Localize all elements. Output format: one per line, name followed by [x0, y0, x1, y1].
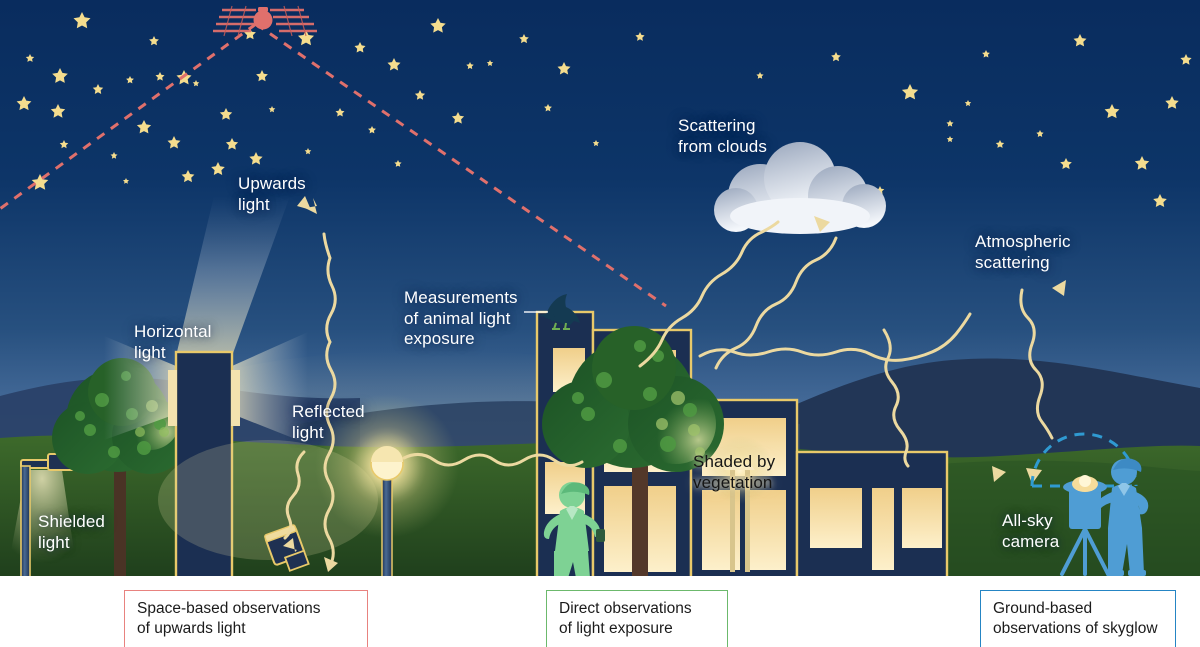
ground-light-sensor [264, 524, 310, 572]
horizontal-beam-left [104, 336, 176, 440]
star-field [16, 12, 1192, 207]
ray-lamp-to-city [402, 453, 584, 467]
ray-reflected [283, 450, 306, 540]
legend-item-space-based: Space-based observations of upwards ligh… [124, 590, 368, 647]
person-at-camera [1092, 458, 1149, 576]
ray-to-camera-1 [1019, 288, 1054, 440]
ray-to-camera-2 [882, 328, 910, 468]
ray-upwards [322, 232, 337, 568]
horizontal-beam-right [232, 332, 308, 444]
satellite-icon [213, 5, 317, 37]
city-street-lamps [706, 436, 774, 572]
building-left-tower [168, 350, 240, 578]
distant-hills-right [760, 358, 1200, 470]
cloud-icon [714, 142, 886, 234]
legend: Space-based observations of upwards ligh… [0, 578, 1200, 647]
person-with-light-logger [543, 482, 605, 578]
ray-atmospheric-1 [698, 312, 972, 362]
ray-city-to-cloud [638, 220, 780, 368]
all-sky-dome-dashed [1030, 432, 1138, 487]
ray-arrowheads [283, 196, 1066, 572]
tree-center [542, 326, 724, 578]
satellite-sightlines [0, 22, 667, 308]
unshielded-globe-lamp [315, 394, 459, 578]
upwards-light-beam [176, 196, 290, 356]
legend-item-direct: Direct observations of light exposure [546, 590, 728, 647]
illustration-scene: Upwards light Horizontal light Shielded … [0, 0, 1200, 578]
ray-cloud-scatter-down [714, 236, 838, 370]
bird-icon [539, 294, 580, 330]
legend-item-ground-based: Ground-based observations of skyglow [980, 590, 1176, 647]
light-ray-paths [283, 220, 1054, 568]
all-sky-camera-tripod [1060, 475, 1110, 576]
